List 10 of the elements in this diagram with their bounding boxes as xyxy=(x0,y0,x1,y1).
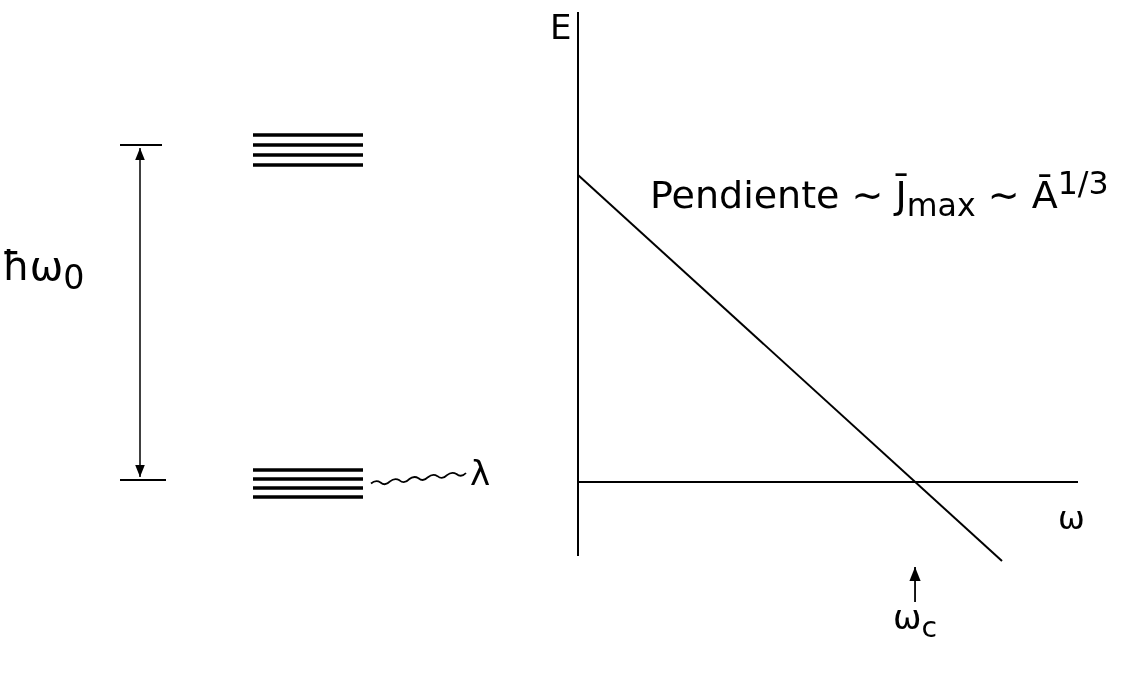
energy-level-lines xyxy=(253,468,363,499)
omega-c-label: ω$_{c}$ xyxy=(893,600,938,643)
axis-label: E xyxy=(550,10,572,44)
energy-gap-label: ħω$_{0}$ xyxy=(2,246,85,295)
wavy-line xyxy=(370,471,467,486)
axis-label: ω xyxy=(1058,502,1085,534)
lambda-label: λ xyxy=(470,456,491,490)
arrow xyxy=(909,566,921,603)
energy-level-lines xyxy=(253,133,363,167)
slope-annotation: Pendiente ∼ J̄$_{max}$ ∼ Ā$^{1/3}$ xyxy=(650,168,1109,222)
